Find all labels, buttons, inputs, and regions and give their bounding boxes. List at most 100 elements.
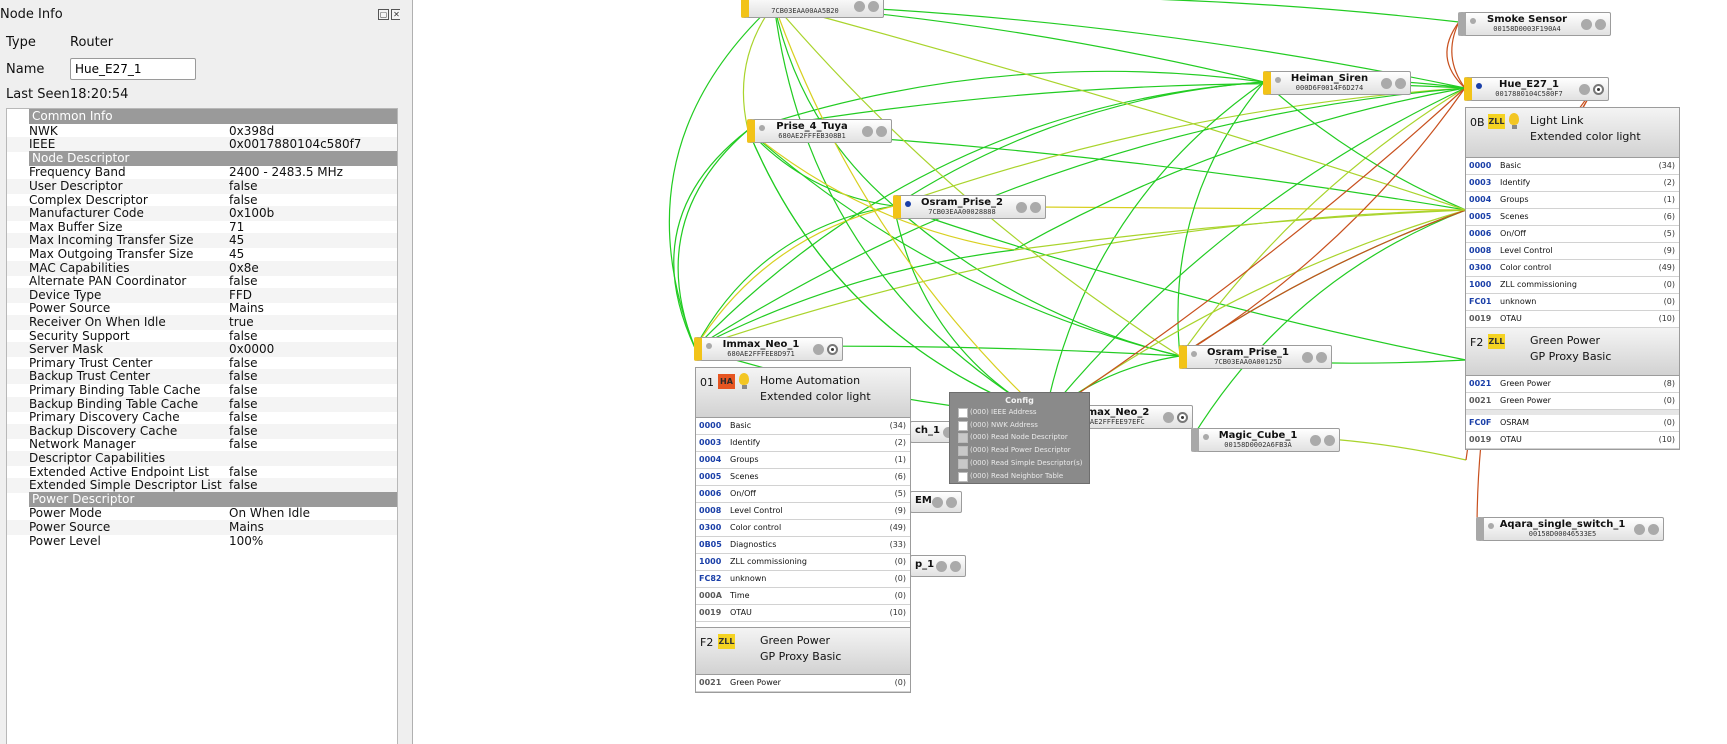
node-button-icon[interactable] <box>943 427 954 438</box>
node-osram-prise-1[interactable]: Osram_Prise_1 7CB03EAA0A00125D <box>1179 345 1332 369</box>
node-button-icon[interactable] <box>1648 524 1659 535</box>
node-heiman-siren[interactable]: Heiman_Siren 000D6F0014F6D274 <box>1263 71 1411 95</box>
section-header[interactable]: Common Info <box>29 109 397 124</box>
node-name: Aqara_single_switch_1 <box>1499 519 1626 530</box>
property-key: Extended Simple Descriptor List <box>29 478 222 493</box>
node-button-icon[interactable] <box>854 1 865 12</box>
node-prise-4-tuya[interactable]: Prise_4_Tuya 680AE2FFFEB308B1 <box>747 119 892 143</box>
attribute-count: (0) <box>894 678 906 687</box>
node-aqara-single-switch-1[interactable]: Aqara_single_switch_1 00158D00046533E5 <box>1476 517 1664 541</box>
node-smoke-sensor[interactable]: Smoke Sensor 00158D0003F190A4 <box>1458 12 1611 36</box>
network-link <box>747 129 895 207</box>
node-selected-button-icon[interactable] <box>827 344 838 355</box>
endpoint-card-01[interactable]: 01 HA Home Automation Extended color lig… <box>695 367 911 693</box>
attribute-count: (49) <box>889 523 906 532</box>
network-graph-canvas[interactable]: 7CB03EAA00AA5B20 Smoke Sensor 00158D0003… <box>414 0 1727 744</box>
node-button-icon[interactable] <box>946 497 957 508</box>
node-button-icon[interactable] <box>813 344 824 355</box>
endpoint-card-0b[interactable]: 0B ZLL Light Link Extended color light 0… <box>1465 107 1680 450</box>
node-button-icon[interactable] <box>932 497 943 508</box>
dock-splitter[interactable] <box>400 0 413 744</box>
property-value: false <box>229 355 258 370</box>
network-link <box>893 205 1181 357</box>
node-button-icon[interactable] <box>1324 435 1335 446</box>
node-button-icon[interactable] <box>1395 78 1406 89</box>
node-button-icon[interactable] <box>1579 84 1590 95</box>
node-button-icon[interactable] <box>1595 19 1606 30</box>
name-input[interactable] <box>70 58 196 80</box>
checkbox[interactable] <box>958 433 968 444</box>
node-selected-button-icon[interactable] <box>1593 84 1604 95</box>
device-type: Extended color light <box>1530 130 1641 143</box>
node-button-icon[interactable] <box>1634 524 1645 535</box>
node-partial-em[interactable]: EM <box>910 491 962 513</box>
section-header[interactable]: Node Descriptor <box>29 150 397 166</box>
node-button-icon[interactable] <box>1381 78 1392 89</box>
node-button-icon[interactable] <box>950 561 961 572</box>
property-value: false <box>229 179 258 193</box>
checkbox[interactable] <box>958 458 968 469</box>
node-button-icon[interactable] <box>862 126 873 137</box>
float-window-icon[interactable]: ▢ <box>378 9 389 20</box>
checkbox[interactable] <box>958 420 968 431</box>
node-top-cut[interactable]: 7CB03EAA00AA5B20 <box>741 0 884 18</box>
node-button-icon[interactable] <box>1030 202 1041 213</box>
node-button-icon[interactable] <box>876 126 887 137</box>
checkbox[interactable] <box>958 471 968 482</box>
node-selected-button-icon[interactable] <box>1177 412 1188 423</box>
property-value: false <box>229 192 258 207</box>
node-button-icon[interactable] <box>868 1 879 12</box>
node-partial-p1[interactable]: p_1 <box>910 555 966 577</box>
property-value: FFD <box>229 287 253 302</box>
node-button-icon[interactable] <box>1316 352 1327 363</box>
network-link <box>773 3 1046 417</box>
node-button-icon[interactable] <box>1016 202 1027 213</box>
checkbox[interactable] <box>958 446 968 457</box>
cluster-name: unknown <box>1500 297 1537 306</box>
node-button-icon[interactable] <box>1163 412 1174 423</box>
network-link <box>694 209 1467 349</box>
node-button-icon[interactable] <box>936 561 947 572</box>
node-button-icon[interactable] <box>1310 435 1321 446</box>
node-immax-neo-1[interactable]: Immax_Neo_1 680AE2FFFEE8D971 <box>694 337 843 361</box>
property-value: 0x8e <box>229 260 259 275</box>
node-button-icon[interactable] <box>1581 19 1592 30</box>
node-button-icon[interactable] <box>1302 352 1313 363</box>
node-magic-cube-1[interactable]: Magic_Cube_1 00158D0002A6FB3A <box>1191 428 1340 452</box>
section-header[interactable]: Power Descriptor <box>29 491 397 507</box>
config-menu[interactable]: Config (000) IEEE Address(000) NWK Addre… <box>949 392 1090 484</box>
node-osram-prise-2[interactable]: Osram_Prise_2 7CB03EAA00028888 <box>893 195 1046 219</box>
node-hue-e27-1[interactable]: Hue_E27_1 0017880104C580F7 <box>1464 77 1609 101</box>
checkbox[interactable] <box>958 408 968 418</box>
